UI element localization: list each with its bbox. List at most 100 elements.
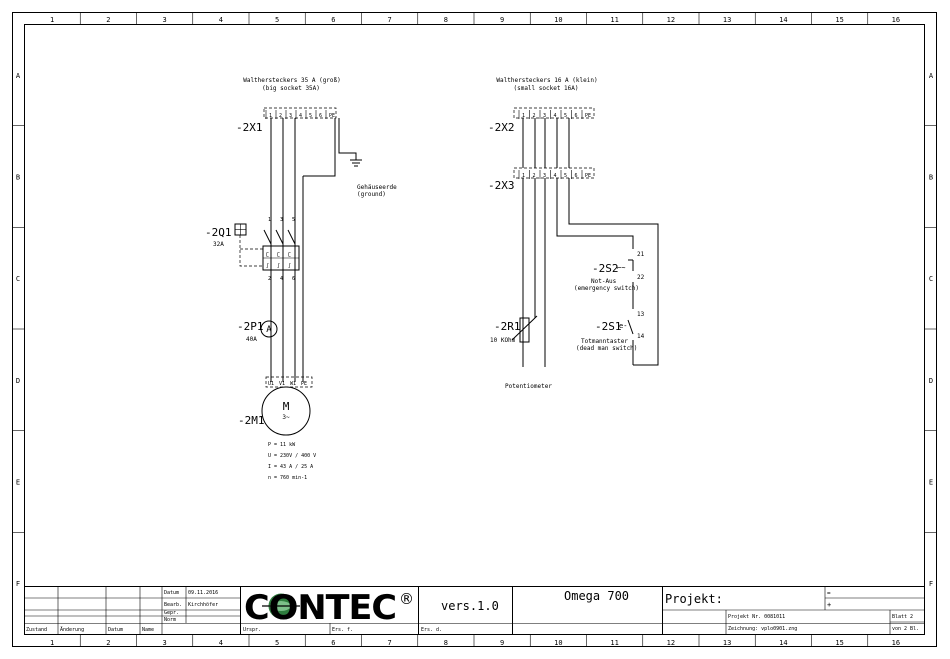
tb-urspr: Urspr.: [243, 627, 261, 633]
column-marker: 1: [50, 639, 54, 647]
tb-aenderung: Änderung: [60, 626, 84, 633]
left-plug-label: -2X1: [236, 121, 263, 134]
breaker-cell: ʗ: [277, 252, 280, 258]
motor-terminal: V1: [279, 381, 285, 387]
column-marker: 16: [892, 639, 900, 647]
right-plug-top: [513, 107, 595, 119]
pot-value: 10 KOhm: [490, 337, 516, 344]
breaker-pin: 4: [280, 276, 283, 282]
column-marker: 12: [667, 639, 675, 647]
pin-label: 3: [543, 113, 546, 119]
left-plug-housing: [263, 107, 337, 119]
column-marker: 5: [275, 639, 279, 647]
row-marker: D: [16, 377, 20, 385]
column-marker: 7: [388, 16, 392, 24]
sw-wire-top: [556, 178, 634, 249]
pin-label: 4: [299, 113, 302, 119]
estop-pin-bottom: 22: [637, 274, 645, 281]
motor-icon: [261, 386, 311, 436]
column-marker: 3: [163, 639, 167, 647]
row-marker: D: [929, 377, 933, 385]
dm-label: -2S1: [595, 320, 622, 333]
dm-text: Totmanntaster: [581, 338, 628, 345]
row-marker: F: [929, 580, 933, 588]
tb-ers-f: Ers. f.: [332, 627, 353, 633]
ammeter-symbol: A: [266, 325, 272, 335]
motor-specs: P = 11 kWU = 230V / 400 VI = 43 A / 25 A…: [268, 442, 316, 481]
motor-label: -2M1: [238, 414, 265, 427]
breaker-pin: 3: [280, 217, 283, 223]
breaker-cell: ʃ: [277, 263, 280, 269]
column-marker: 12: [667, 16, 675, 24]
title-block: [24, 586, 925, 634]
logo-registered: ®: [399, 590, 414, 608]
column-marker: 7: [388, 639, 392, 647]
pot-label: -2R1: [494, 320, 521, 333]
pin-label: 2: [279, 113, 282, 119]
breaker-pin: 5: [292, 217, 295, 223]
column-marker: 4: [219, 639, 223, 647]
tb-datum-value: 09.11.2016: [188, 590, 218, 596]
tb-ers-d: Ers. d.: [421, 627, 442, 633]
right-plug-bottom: [513, 167, 595, 179]
contec-logo: CONTEC ®: [244, 588, 414, 628]
breaker-cell: ʃ: [288, 263, 291, 269]
zeichnung: Zeichnung: vplo0901.zng: [728, 626, 797, 632]
column-marker: 15: [835, 639, 843, 647]
pot-arrow: [511, 315, 538, 341]
column-marker: 5: [275, 16, 279, 24]
pin-label: 2: [533, 113, 536, 119]
breaker-pin: 6: [292, 276, 295, 282]
estop-pin-top: 21: [637, 251, 645, 258]
left-plug-title: Walthersteckers 35 A (groß): [243, 77, 341, 84]
row-marker: A: [16, 72, 21, 80]
breaker-pin: 1: [268, 217, 271, 223]
pot-icon: [519, 317, 530, 343]
motor-terminal: W1: [290, 381, 296, 387]
column-marker: 4: [219, 16, 223, 24]
version: vers.1.0: [441, 599, 499, 613]
column-marker: 2: [106, 16, 110, 24]
column-marker: 3: [163, 16, 167, 24]
motor-spec: U = 230V / 400 V: [268, 453, 316, 459]
sw-wire-2: [568, 178, 659, 366]
pin-label: 5: [309, 113, 312, 119]
ground-sub: (ground): [357, 191, 386, 198]
tb-eq: =: [827, 590, 831, 597]
pin-label: 3: [543, 173, 546, 179]
breaker-cell: ʗ: [288, 252, 291, 258]
breaker-pin: 2: [268, 276, 271, 282]
pin-label: 1: [522, 173, 525, 179]
row-marker: E: [16, 479, 20, 487]
projekt-nr: Projekt Nr. 0081011: [728, 614, 785, 620]
tb-zustand: Zustand: [26, 627, 47, 633]
column-marker: 9: [500, 639, 504, 647]
contact-1: [263, 229, 272, 245]
column-marker: 15: [835, 16, 843, 24]
ammeter-rating: 40A: [246, 336, 257, 343]
dm-sub: (dead man switch): [576, 345, 637, 352]
motor-spec: n = 760 min-1: [268, 475, 307, 481]
breaker-cell: ʃ: [266, 263, 269, 269]
tb-bearb-value: Kirchhöfer: [188, 602, 218, 608]
pin-label: 4: [554, 173, 557, 179]
pin-label: 5: [564, 173, 567, 179]
pin-label: PE: [585, 113, 591, 119]
contact-3: [287, 229, 296, 245]
contact-2: [275, 229, 284, 245]
machine-name: Omega 700: [564, 589, 629, 603]
breaker-cell: ʗ: [266, 252, 269, 258]
pin-label: 3: [289, 113, 292, 119]
pin-label: 1: [269, 113, 272, 119]
column-marker: 11: [610, 639, 618, 647]
motor-spec: I = 43 A / 25 A: [268, 464, 313, 470]
dm-pin-top: 13: [637, 311, 645, 318]
tb-datum2: Datum: [108, 627, 123, 633]
column-marker: 10: [554, 639, 562, 647]
column-marker: 14: [779, 639, 787, 647]
